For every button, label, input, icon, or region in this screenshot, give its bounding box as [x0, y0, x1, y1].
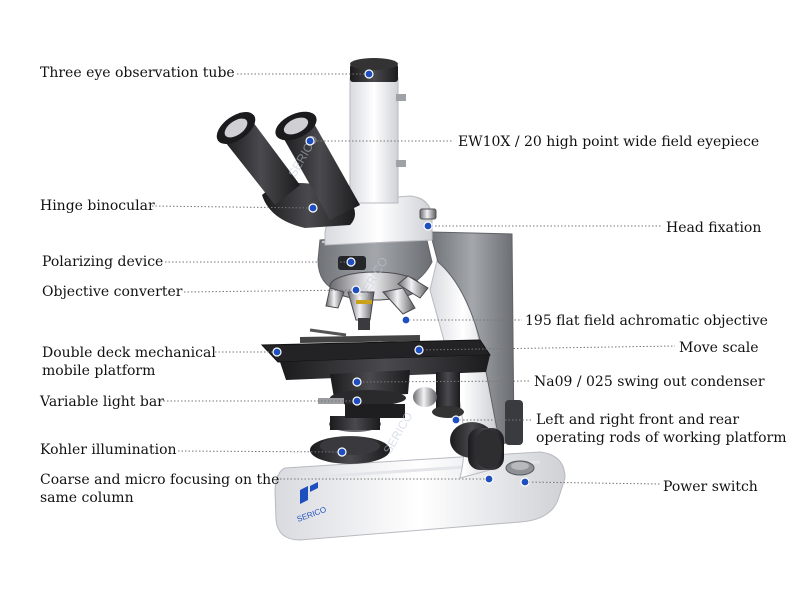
label-condenser: Na09 / 025 swing out condenser — [534, 374, 765, 390]
dot-kohler — [337, 447, 347, 457]
objectives — [325, 275, 429, 330]
condenser — [318, 370, 437, 407]
label-flat-field-objective: 195 flat field achromatic objective — [525, 313, 768, 329]
dot-focusing — [484, 474, 494, 484]
dot-objective-converter — [351, 285, 361, 295]
dot-operating-rods — [451, 415, 461, 425]
label-focusing-line-1: Coarse and micro focusing on the — [40, 472, 280, 488]
dot-eyepiece — [305, 136, 315, 146]
leader-objective-converter — [183, 289, 356, 293]
dot-platform — [272, 347, 282, 357]
label-move-scale: Move scale — [679, 340, 759, 356]
dot-polarizing — [346, 257, 356, 267]
label-eyepiece: EW10X / 20 high point wide field eyepiec… — [458, 134, 760, 150]
focus-knobs — [450, 422, 504, 470]
dot-hinge — [308, 203, 318, 213]
leader-hinge — [151, 205, 313, 209]
label-hinge-binocular: Hinge binocular — [40, 198, 155, 214]
label-kohler-illumination: Kohler illumination — [40, 442, 177, 458]
leader-power-switch — [524, 481, 661, 485]
eyepiece-right — [275, 111, 360, 220]
eyepiece-left — [216, 112, 300, 205]
label-mechanical-platform-line-1: Double deck mechanical — [42, 345, 216, 361]
label-operating-rods-line-1: Left and right front and rear — [536, 412, 740, 428]
trinocular-tube — [349, 77, 399, 204]
label-objective-converter: Objective converter — [42, 284, 183, 300]
dot-flat-field — [401, 315, 411, 325]
label-mechanical-platform-line-2: mobile platform — [42, 363, 156, 379]
head-fixation-screw — [419, 208, 437, 220]
leader-move-scale — [418, 345, 676, 351]
label-focusing-line-2: same column — [40, 490, 134, 506]
dot-three-eye — [364, 69, 374, 79]
label-head-fixation: Head fixation — [666, 220, 762, 236]
microscope: SERICO SERICO SERICO SERICO — [216, 58, 566, 541]
leaders — [151, 73, 676, 485]
label-power-switch: Power switch — [663, 479, 758, 495]
label-operating-rods-line-2: operating rods of working platform — [536, 430, 787, 446]
dot-condenser — [352, 377, 362, 387]
dot-power-switch — [520, 477, 530, 487]
leader-kohler — [177, 450, 343, 453]
label-three-eye-tube: Three eye observation tube — [40, 65, 235, 81]
label-polarizing-device: Polarizing device — [42, 254, 164, 270]
dot-move-scale — [414, 345, 424, 355]
dot-head-fixation — [423, 221, 433, 231]
dot-light-bar — [352, 396, 362, 406]
label-mechanical-platform: Double deck mechanical mobile platform — [42, 344, 216, 380]
leader-condenser — [355, 380, 531, 383]
label-focusing: Coarse and micro focusing on the same co… — [40, 471, 279, 507]
dots — [272, 69, 530, 487]
label-variable-light-bar: Variable light bar — [40, 394, 164, 410]
label-operating-rods: Left and right front and rear operating … — [536, 411, 787, 447]
